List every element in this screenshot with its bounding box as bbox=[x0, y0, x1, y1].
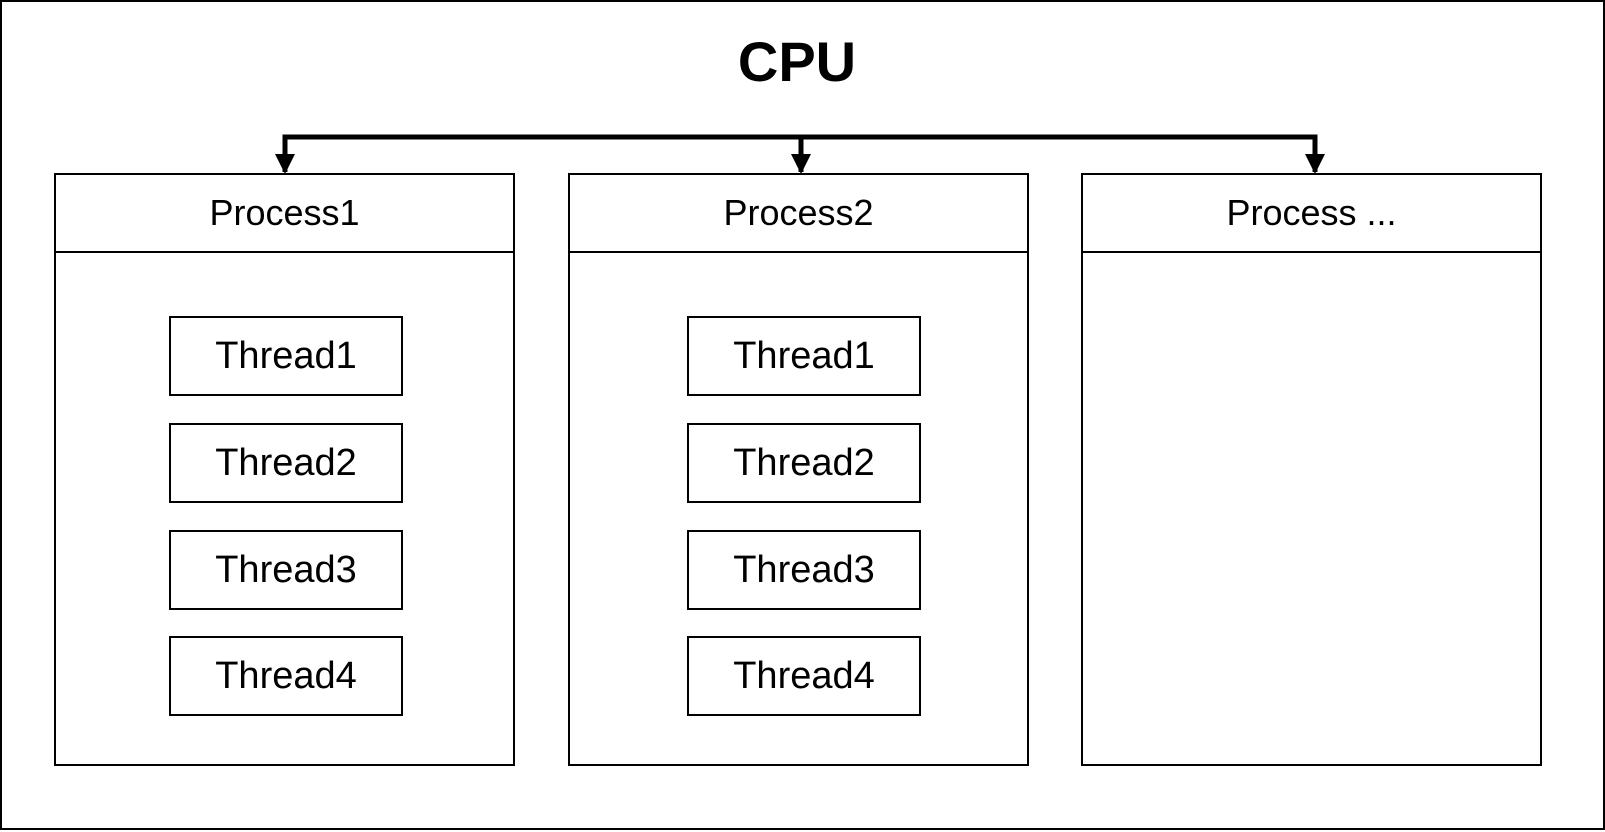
process3-box: Process ... bbox=[1081, 173, 1542, 766]
process2-thread2: Thread2 bbox=[687, 423, 921, 503]
process1-thread2: Thread2 bbox=[169, 423, 403, 503]
process3-label: Process ... bbox=[1083, 175, 1540, 253]
process1-thread4: Thread4 bbox=[169, 636, 403, 716]
process1-thread1: Thread1 bbox=[169, 316, 403, 396]
process1-label: Process1 bbox=[56, 175, 513, 253]
cpu-title: CPU bbox=[737, 30, 857, 93]
process2-thread4: Thread4 bbox=[687, 636, 921, 716]
process1-thread3: Thread3 bbox=[169, 530, 403, 610]
process2-thread1: Thread1 bbox=[687, 316, 921, 396]
process2-label: Process2 bbox=[570, 175, 1027, 253]
process2-thread3: Thread3 bbox=[687, 530, 921, 610]
